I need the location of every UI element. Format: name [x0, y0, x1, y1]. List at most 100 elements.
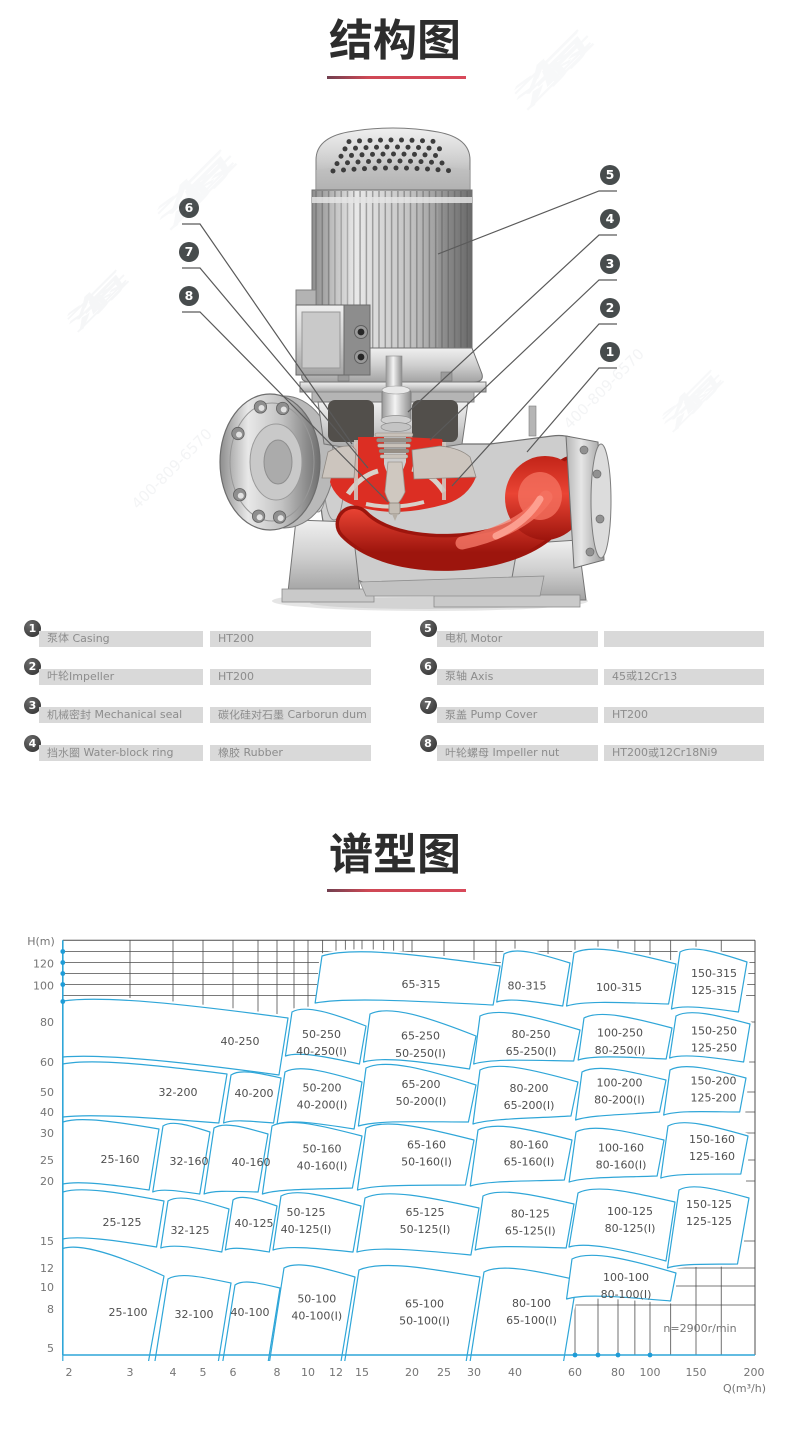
region-label: 80-200(I)	[594, 1094, 645, 1107]
chart-region	[356, 1123, 475, 1191]
y-tick-label: 20	[40, 1175, 54, 1188]
region-label: 80-250(I)	[595, 1044, 646, 1057]
x-tick-label: 20	[405, 1366, 419, 1379]
region-label: 32-100	[175, 1308, 214, 1321]
x-tick-label: 3	[127, 1366, 134, 1379]
region-label: 40-125(I)	[281, 1223, 332, 1236]
cjk-glyph	[514, 31, 593, 109]
cjk-glyph	[47, 747, 58, 758]
chart-region	[160, 1197, 230, 1253]
part-name-cell: Mechanical seal	[39, 707, 203, 724]
discharge-flange	[528, 405, 612, 569]
x-tick-label: 12	[329, 1366, 343, 1379]
chart-region	[272, 1192, 362, 1253]
chart-region	[565, 1254, 677, 1302]
region-label: 65-200(I)	[504, 1099, 555, 1112]
chart-region	[314, 951, 501, 1006]
x-tick-label: 80	[611, 1366, 625, 1379]
region-label: 150-250	[691, 1024, 737, 1037]
impeller-nut	[388, 502, 401, 515]
cjk-glyph	[273, 709, 284, 720]
cjk-glyph	[626, 670, 637, 681]
region-label: 80-125	[511, 1207, 550, 1220]
cjk-glyph	[47, 632, 58, 643]
region-label: 40-125	[235, 1217, 274, 1230]
cjk-glyph	[47, 709, 58, 720]
cjk-glyph	[417, 17, 461, 61]
part-material-cell	[604, 630, 764, 647]
chart-region	[356, 1193, 480, 1256]
x-tick-label: 40	[508, 1366, 522, 1379]
cjk-glyph	[69, 708, 80, 720]
part-number-badge: 4	[24, 734, 41, 752]
region-label: 150-315	[691, 967, 737, 980]
chart-region	[666, 1186, 750, 1269]
region-label: 40-250	[221, 1035, 260, 1048]
region-label: 125-160	[689, 1150, 735, 1163]
region-label: 40-100	[231, 1306, 270, 1319]
axis-markers	[60, 949, 653, 1358]
region-label: 65-200	[402, 1078, 441, 1091]
spectrum-title-underline	[327, 889, 466, 892]
callout-5: 5	[437, 165, 620, 255]
chart-region	[568, 1127, 665, 1183]
region-label: 100-125	[607, 1205, 653, 1218]
callout-3: 3	[429, 254, 620, 441]
x-tick-label: 100	[640, 1366, 661, 1379]
region-label: 80-100	[512, 1297, 551, 1310]
x-tick-label: 200	[744, 1366, 765, 1379]
y-tick-label: 120	[33, 958, 54, 971]
region-label: 40-160(I)	[297, 1160, 348, 1173]
region-label: 25-160	[101, 1153, 140, 1166]
region-label: 32-160	[170, 1155, 209, 1168]
y-tick-label: 12	[40, 1262, 54, 1275]
region-label: 40-200	[235, 1087, 274, 1100]
x-tick-label: 25	[437, 1366, 451, 1379]
chart-region	[575, 1067, 667, 1121]
region-label: 40-160	[232, 1156, 271, 1169]
junction-box	[295, 289, 371, 376]
x-tick-label: 15	[355, 1366, 369, 1379]
cjk-glyph	[329, 17, 373, 61]
chart-region	[62, 1246, 165, 1361]
chart-region	[496, 950, 571, 1007]
region-label: 65-250(I)	[506, 1045, 557, 1058]
chart-region	[472, 1065, 579, 1125]
x-tick-label: 60	[568, 1366, 582, 1379]
chart-annotation: n=2900r/min	[663, 1322, 736, 1335]
pump-cover	[321, 445, 477, 480]
x-tick-label: 10	[301, 1366, 315, 1379]
x-tick-label: 5	[200, 1366, 207, 1379]
region-label: 125-200	[691, 1092, 737, 1105]
region-label: 80-160(I)	[596, 1159, 647, 1172]
y-tick-label: 60	[40, 1056, 54, 1069]
svg-text:3: 3	[606, 256, 615, 271]
chart-region	[357, 1063, 477, 1127]
chart-region	[224, 1196, 278, 1253]
spectrum-title-text	[329, 829, 461, 880]
region-label: 50-250(I)	[395, 1047, 446, 1060]
cjk-glyph	[329, 831, 373, 875]
region-label: 65-100	[405, 1297, 444, 1310]
cjk-glyph	[229, 709, 240, 720]
region-label: 25-125	[103, 1216, 142, 1229]
watermark-text	[655, 363, 729, 437]
watermark-text	[60, 263, 134, 337]
region-label: 80-125(I)	[605, 1222, 656, 1235]
structure-section-title	[0, 17, 790, 63]
cjk-glyph	[373, 17, 417, 61]
cjk-glyph	[514, 22, 598, 109]
callout-7: 7	[179, 242, 369, 469]
cjk-glyph	[456, 632, 467, 643]
part-name-cell: Impeller	[39, 668, 203, 685]
cjk-glyph	[229, 747, 240, 758]
y-tick-label: 25	[40, 1154, 54, 1167]
callout-circle	[179, 198, 199, 218]
chart-region	[344, 1264, 481, 1361]
region-label: 65-315	[402, 978, 441, 991]
